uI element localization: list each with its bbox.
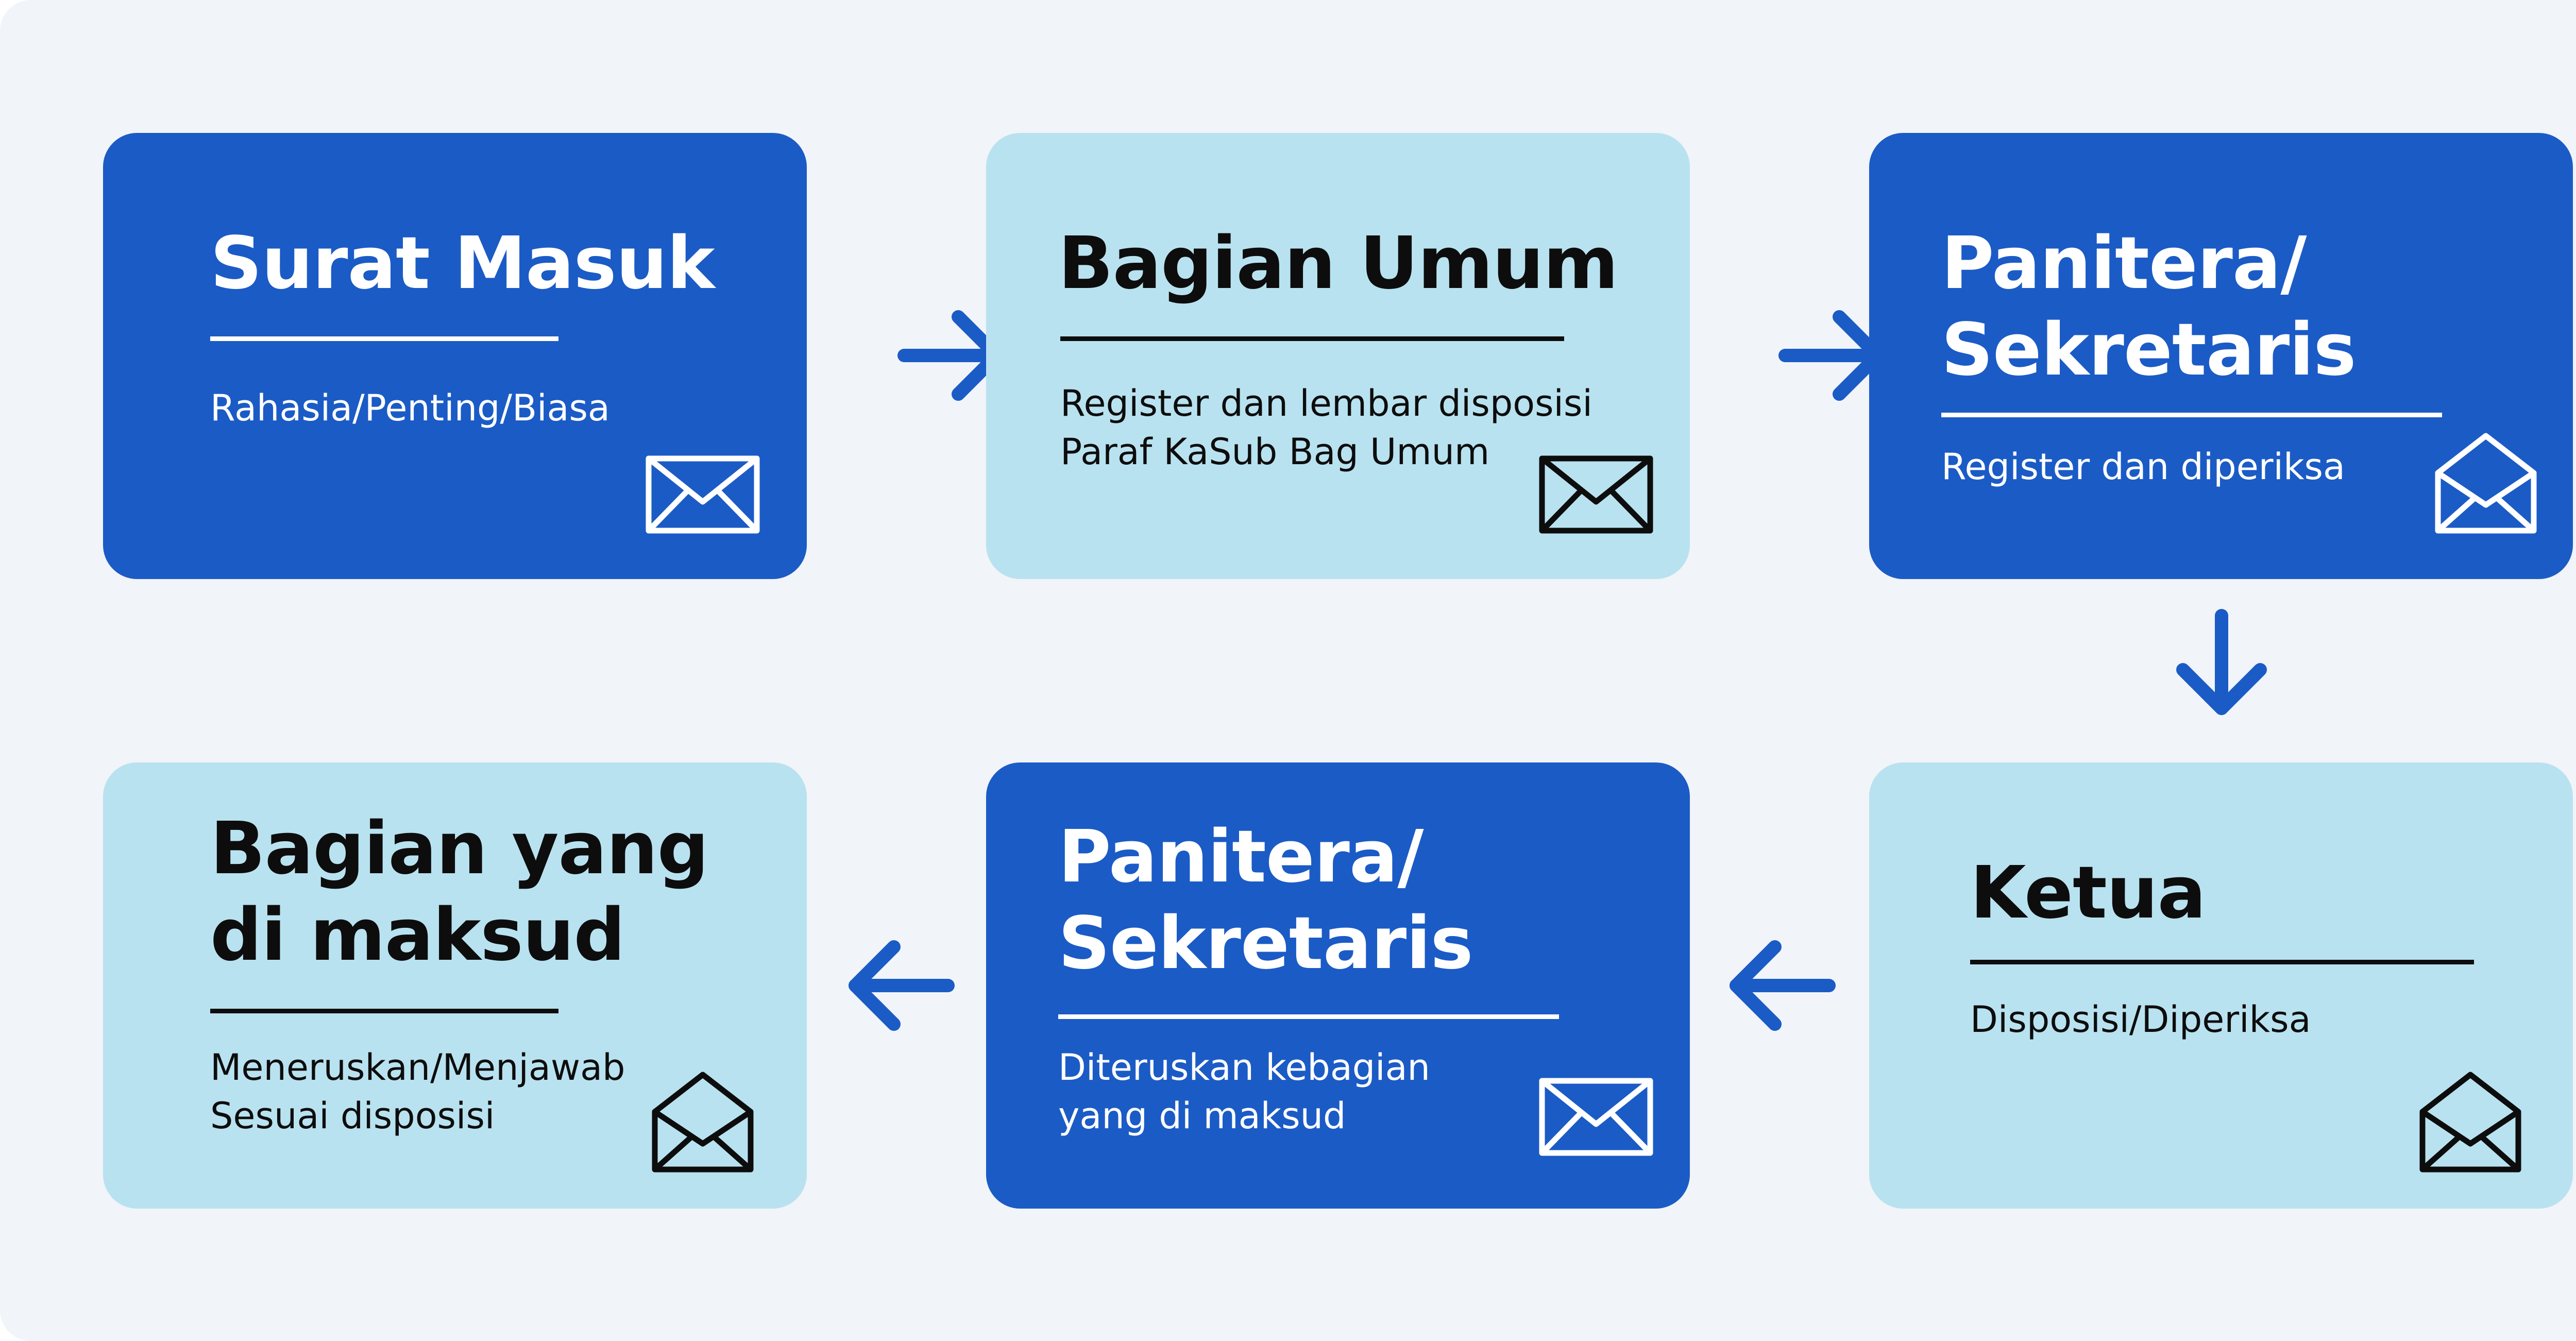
step-card-surat-masuk: Surat Masuk Rahasia/Penting/Biasa bbox=[103, 133, 807, 579]
step-description: Rahasia/Penting/Biasa bbox=[210, 387, 610, 429]
arrow-left-icon bbox=[842, 929, 956, 1042]
arrow-left-icon bbox=[1723, 929, 1837, 1042]
envelope-open-icon bbox=[2419, 1072, 2521, 1173]
step-card-bagian-umum: Bagian Umum Register dan lembar disposis… bbox=[986, 133, 1690, 579]
step-title: Surat Masuk bbox=[210, 222, 715, 305]
envelope-closed-icon bbox=[1539, 1078, 1653, 1156]
step-title: Panitera/ Sekretaris bbox=[1941, 222, 2357, 392]
step-title: Bagian yang di maksud bbox=[210, 807, 709, 977]
step-card-panitera-sekretaris-forward: Panitera/ Sekretaris Diteruskan kebagian… bbox=[986, 762, 1690, 1209]
step-description: Diteruskan kebagian yang di maksud bbox=[1058, 1046, 1430, 1137]
envelope-closed-icon bbox=[646, 455, 760, 534]
title-divider bbox=[1058, 1014, 1559, 1019]
step-title: Bagian Umum bbox=[1058, 222, 1618, 305]
envelope-closed-icon bbox=[1539, 455, 1653, 534]
step-card-bagian-yang-dimaksud: Bagian yang di maksud Meneruskan/Menjawa… bbox=[103, 762, 807, 1209]
step-description: Meneruskan/Menjawab Sesuai disposisi bbox=[210, 1046, 625, 1137]
title-divider bbox=[210, 1009, 558, 1013]
step-description: Disposisi/Diperiksa bbox=[1970, 998, 2311, 1041]
title-divider bbox=[1970, 960, 2474, 964]
title-divider bbox=[210, 336, 558, 341]
step-title: Panitera/ Sekretaris bbox=[1058, 815, 1473, 986]
envelope-open-icon bbox=[652, 1072, 754, 1173]
envelope-open-icon bbox=[2435, 433, 2537, 534]
step-description: Register dan lembar disposisi Paraf KaSu… bbox=[1060, 382, 1592, 473]
step-title: Ketua bbox=[1970, 851, 2206, 935]
arrow-down-icon bbox=[2165, 608, 2278, 721]
title-divider bbox=[1941, 413, 2442, 417]
step-card-panitera-sekretaris: Panitera/ Sekretaris Register dan diperi… bbox=[1869, 133, 2573, 579]
title-divider bbox=[1060, 336, 1564, 341]
step-card-ketua: Ketua Disposisi/Diperiksa bbox=[1869, 762, 2573, 1209]
step-description: Register dan diperiksa bbox=[1941, 446, 2345, 488]
